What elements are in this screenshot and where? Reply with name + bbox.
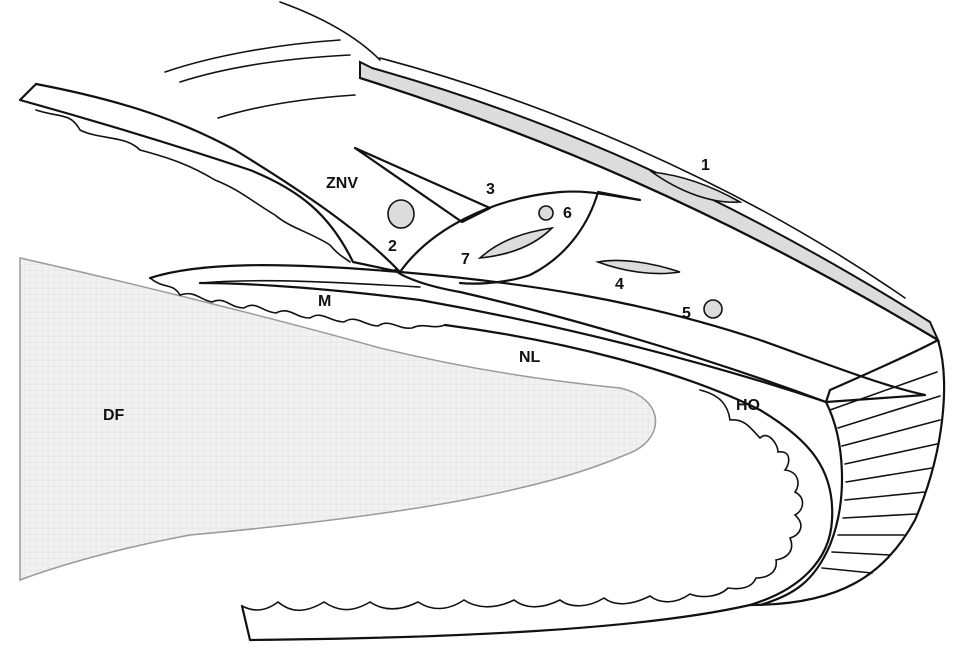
sketch-line-right [379, 57, 906, 299]
upper-wavy-edge [35, 109, 351, 263]
label-3: 3 [486, 181, 495, 198]
ho-stripes [821, 371, 941, 574]
m-inner-line [199, 279, 421, 288]
label-4: 4 [615, 276, 624, 293]
lower-bar-m [148, 264, 927, 404]
label-ho: HO [736, 397, 760, 414]
sketch-line-top-4 [217, 94, 356, 119]
beam-gray-strip [359, 60, 941, 343]
sketch-line-top-2 [164, 39, 341, 73]
label-5: 5 [682, 305, 691, 322]
label-nl: NL [519, 349, 541, 366]
circle-5 [703, 299, 723, 319]
dome-structure [398, 190, 642, 285]
ho-teeth-edge [241, 389, 804, 612]
df-region [19, 257, 657, 582]
ho-inner-band [758, 400, 844, 607]
label-2: 2 [388, 238, 397, 255]
lens-7 [477, 226, 555, 260]
m-tooth-edge [149, 277, 446, 329]
ho-outer-band [748, 338, 946, 607]
label-znv: ZNV [326, 175, 358, 192]
sketch-line-top-1 [279, 1, 381, 61]
circle-6 [538, 205, 554, 221]
lens-4 [594, 259, 681, 275]
lens-1 [649, 170, 743, 203]
label-m: M [318, 293, 331, 310]
znv-wedge [353, 146, 492, 224]
nl-outer-curve [240, 323, 834, 642]
label-df: DF [103, 407, 125, 424]
sketch-line-top-3 [179, 54, 351, 83]
beam-body [358, 76, 940, 404]
label-6: 6 [563, 205, 572, 222]
label-1: 1 [701, 157, 710, 174]
label-7: 7 [461, 251, 470, 268]
circle-2 [387, 199, 415, 229]
